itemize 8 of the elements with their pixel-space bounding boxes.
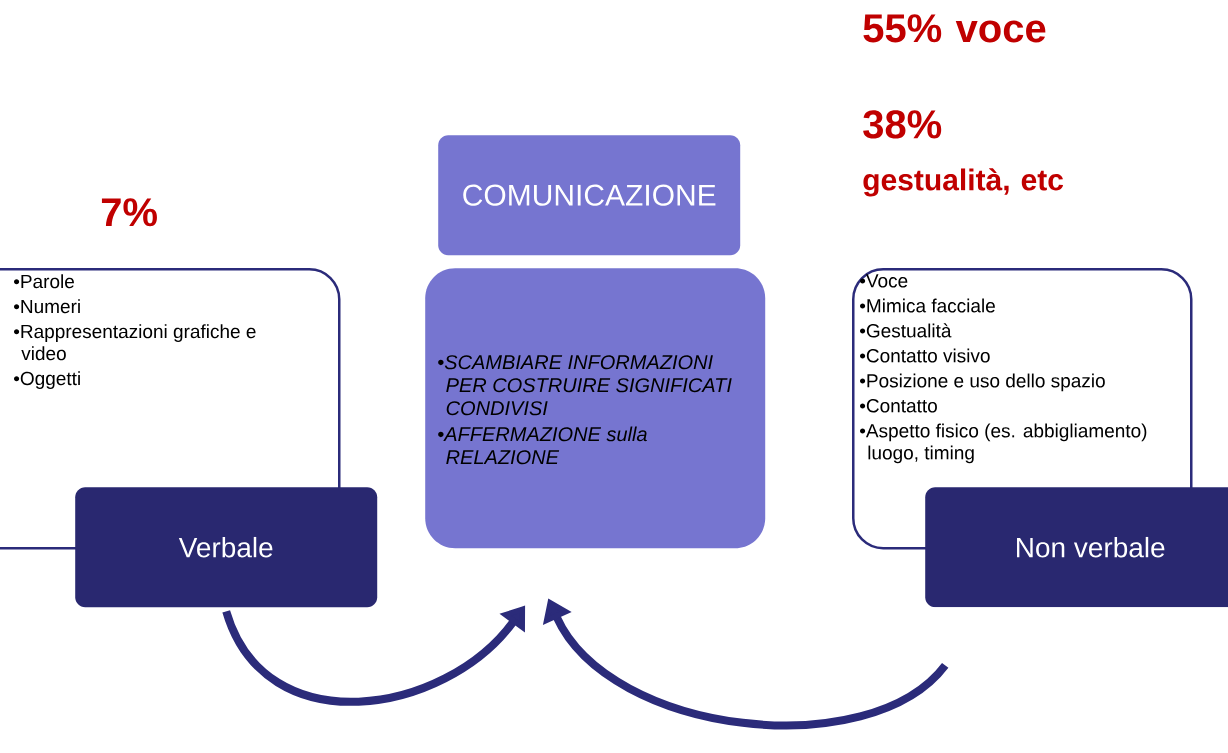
percentage-label: 55% voce bbox=[863, 14, 1046, 43]
content-box: •SCAMBIARE INFORMAZIONI PER COSTRUIRE SIGNIFICATI CONDIVISI •AFFERMAZIONE sulla RELAZIONE bbox=[425, 268, 766, 549]
percentage-label: 7% bbox=[101, 198, 157, 227]
category-box: Verbale bbox=[75, 487, 378, 608]
category-box: Non verbale bbox=[925, 487, 1228, 608]
title-box: COMUNICAZIONE bbox=[438, 135, 741, 256]
percentage-label: gestualità, etc bbox=[863, 168, 1064, 197]
percentage-label: 38% bbox=[863, 110, 942, 139]
